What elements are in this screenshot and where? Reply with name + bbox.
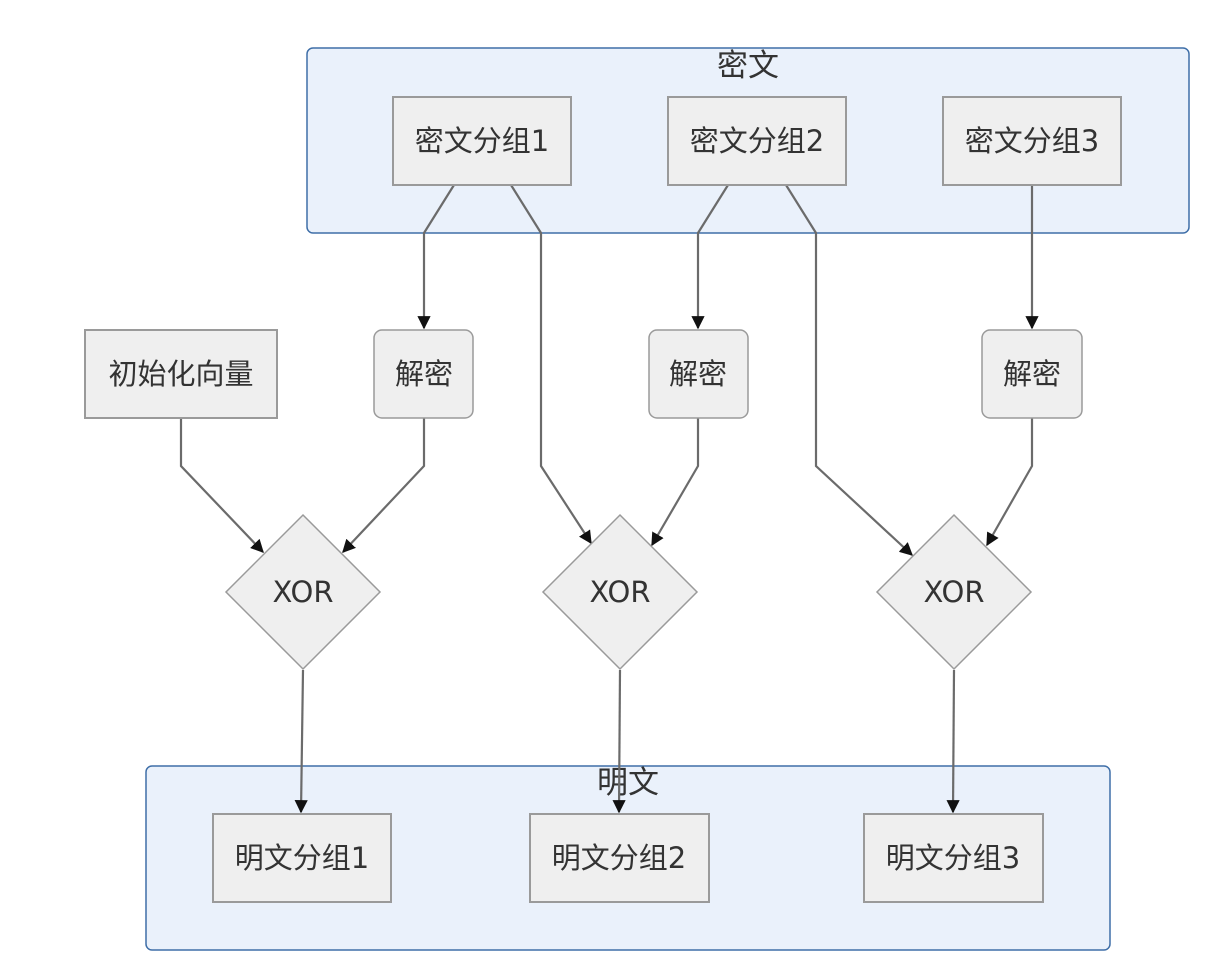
edge-decrypt2-xor2 (651, 418, 700, 547)
edge-cipher1-xor2 (510, 184, 592, 545)
edges (179, 184, 1039, 814)
plain-block-1-box (212, 813, 392, 903)
plain-block-1: 明文分组1 (212, 813, 392, 903)
cipher-block-3-label: 密文分组3 (965, 124, 1099, 158)
plain-block-2-label: 明文分组2 (552, 841, 686, 875)
ciphertext-group-title: 密文 (717, 48, 779, 84)
plain-block-3-box (863, 813, 1044, 903)
initialization-vector-box (84, 329, 278, 419)
plain-block-2: 明文分组2 (529, 813, 710, 903)
edge-decrypt1-xor1 (342, 418, 426, 553)
plain-block-2-box (529, 813, 710, 903)
decrypt-3-box (981, 329, 1083, 419)
cipher-block-2-label: 密文分组2 (690, 124, 824, 158)
initialization-vector-label: 初始化向量 (108, 357, 253, 391)
cipher-block-1-label: 密文分组1 (415, 124, 549, 158)
edge-decrypt3-xor3 (986, 418, 1034, 547)
decrypt-1-label: 解密 (395, 357, 453, 391)
xor-2-diamond (541, 513, 699, 671)
edge-cipher1-decrypt1 (417, 184, 455, 330)
cipher-block-1: 密文分组1 (392, 96, 572, 186)
xor-1: XOR (224, 513, 382, 671)
decrypt-1-box (373, 329, 474, 419)
cipher-block-2: 密文分组2 (667, 96, 847, 186)
plain-block-3: 明文分组3 (863, 813, 1044, 903)
decrypt-3-label: 解密 (1003, 357, 1061, 391)
xor-2-label: XOR (590, 575, 651, 609)
xor-3: XOR (875, 513, 1033, 671)
edge-xor1-plain1 (294, 669, 308, 814)
xor-3-label: XOR (924, 575, 985, 609)
cipher-block-3-box (942, 96, 1122, 186)
cipher-block-1-box (392, 96, 572, 186)
decrypt-3: 解密 (981, 329, 1083, 419)
plain-block-3-label: 明文分组3 (886, 841, 1020, 875)
edge-xor3-plain3 (946, 669, 960, 814)
edge-iv-xor1 (179, 418, 264, 553)
xor-2: XOR (541, 513, 699, 671)
plain-block-1-label: 明文分组1 (235, 841, 369, 875)
decrypt-1: 解密 (373, 329, 474, 419)
cipher-block-2-box (667, 96, 847, 186)
decrypt-2: 解密 (648, 329, 749, 419)
xor-3-diamond (875, 513, 1033, 671)
decrypt-2-label: 解密 (669, 357, 727, 391)
edge-cipher2-xor3 (785, 184, 913, 556)
cipher-block-3: 密文分组3 (942, 96, 1122, 186)
xor-1-diamond (224, 513, 382, 671)
xor-1-label: XOR (273, 575, 334, 609)
decrypt-2-box (648, 329, 749, 419)
edge-xor2-plain2 (612, 669, 626, 814)
initialization-vector: 初始化向量 (84, 329, 278, 419)
plaintext-group-title: 明文 (597, 765, 659, 801)
edge-cipher2-decrypt2 (691, 184, 729, 330)
